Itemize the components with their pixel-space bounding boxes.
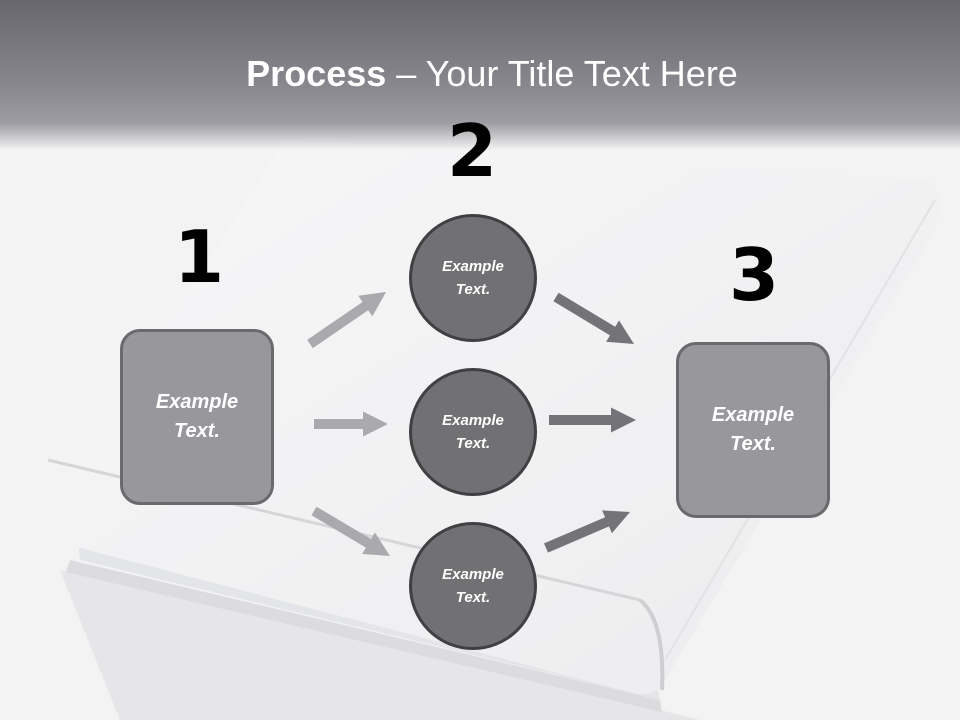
title-strong: Process <box>246 53 387 94</box>
circle-top-line1: Example <box>442 258 504 275</box>
left-box-line1: Example <box>155 391 239 413</box>
slide-title: Process – Your Title Text Here <box>0 52 960 96</box>
right-box-line2: Text. <box>730 433 776 455</box>
circle-bottom-line1: Example <box>442 566 504 583</box>
circle-bottom-line2: Text. <box>455 589 491 606</box>
circle-middle-line2: Text. <box>455 435 491 452</box>
circle-top-line2: Text. <box>455 281 491 298</box>
right-box-line1: Example <box>711 404 795 426</box>
step-number-2: 2 <box>446 109 498 193</box>
circle-middle-line1: Example <box>442 412 504 429</box>
arrow-left-to-top <box>307 292 386 349</box>
left-box-line2: Text. <box>174 420 220 442</box>
arrow-left-to-middle <box>314 411 388 437</box>
step-number-3: 3 <box>728 233 780 317</box>
arrow-left-to-bottom <box>311 506 390 556</box>
arrow-top-to-right <box>553 292 634 344</box>
title-bar <box>0 0 960 150</box>
arrow-bottom-to-right <box>544 510 630 553</box>
arrow-middle-to-right <box>549 407 636 433</box>
step-number-1: 1 <box>173 215 225 299</box>
title-rest: – Your Title Text Here <box>386 53 738 94</box>
